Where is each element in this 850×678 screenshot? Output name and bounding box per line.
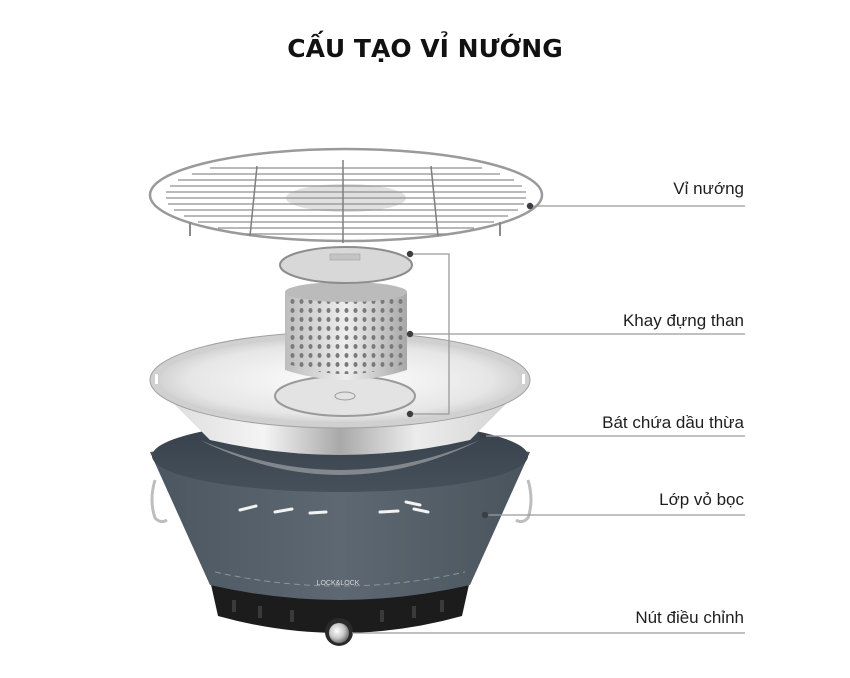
label-outer-shell: Lớp vỏ bọc [659,490,744,509]
page-title: CẤU TẠO VỈ NƯỚNG [287,34,563,63]
label-adjust-knob: Nút điều chỉnh [635,608,744,627]
charcoal-tray-part [274,246,416,417]
label-grill-grate: Vỉ nướng [673,179,744,198]
label-oil-bowl: Bát chứa dầu thừa [602,413,744,432]
label-charcoal-tray: Khay đựng than [622,311,744,330]
brand-logo: LOCK&LOCK [317,580,360,587]
adjust-knob-part [325,618,353,646]
grill-grate-part [148,147,544,243]
leader-dots [406,202,534,519]
leader-lines [352,205,745,634]
